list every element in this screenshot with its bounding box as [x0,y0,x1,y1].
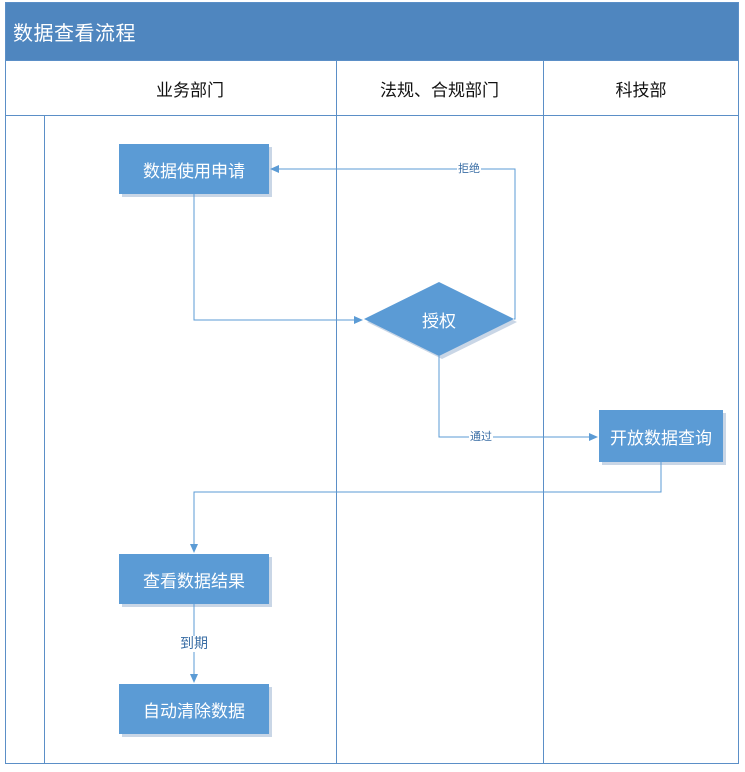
open-query-node-label: 开放数据查询 [610,428,712,449]
authorize-node [364,282,514,356]
request-node [119,144,269,194]
edge-approve [438,356,598,441]
edge-label-approve: 通过 [469,430,493,443]
edge-request-to-authorize [193,194,363,324]
lane-header-business: 业务部门 [156,80,224,101]
edge-label-expire: 到期 [179,636,209,652]
view-results-node-label: 查看数据结果 [143,571,245,592]
edge-query-to-results [190,462,662,553]
lane-header-compliance: 法规、合规部门 [380,80,499,101]
request-node-label: 数据使用申请 [143,161,245,182]
view-results-node [119,554,269,604]
auto-clear-node [119,684,269,734]
lane-header-tech: 科技部 [615,80,667,101]
open-query-node [599,410,723,462]
auto-clear-node-label: 自动清除数据 [143,701,245,722]
edge-reject [270,165,516,320]
title-bar: 数据查看流程 [5,2,739,60]
edge-label-reject: 拒绝 [457,162,481,175]
outer-frame [5,2,739,764]
diagram-title: 数据查看流程 [13,21,136,45]
authorize-node-label: 授权 [422,311,456,332]
